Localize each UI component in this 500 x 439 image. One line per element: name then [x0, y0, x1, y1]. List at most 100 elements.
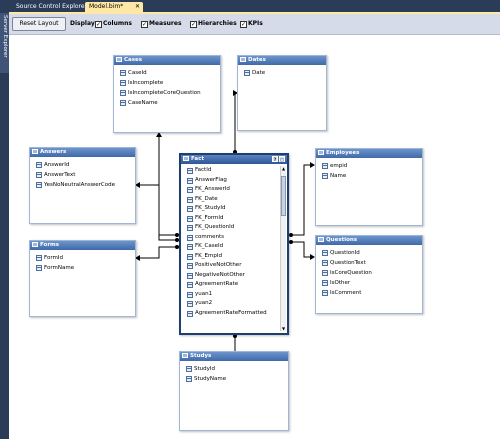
column-icon: [187, 253, 193, 260]
table-employees[interactable]: Employees empid Name: [315, 148, 423, 226]
column-item[interactable]: StudyId: [180, 364, 288, 374]
table-fact[interactable]: Fact ?□ FactId AnswerFlag FK_AnswerId FK…: [179, 153, 289, 335]
column-label: IsComment: [330, 290, 362, 296]
help-icon[interactable]: ?: [272, 156, 278, 162]
column-icon: [187, 310, 193, 317]
column-label: yuan1: [195, 290, 213, 297]
column-item[interactable]: CaseId: [114, 68, 220, 78]
column-item[interactable]: IsComment: [316, 288, 422, 298]
hierarchies-label: Hierarchies: [198, 20, 237, 27]
scroll-down-icon[interactable]: ▼: [281, 326, 286, 331]
table-header[interactable]: Cases: [114, 56, 220, 65]
table-studys[interactable]: Studys StudyId StudyName: [179, 351, 289, 431]
column-item[interactable]: empid: [316, 161, 422, 171]
table-questions[interactable]: Questions QuestionId QuestionText IsCore…: [315, 235, 423, 314]
table-header[interactable]: Answers: [30, 148, 135, 157]
column-item[interactable]: FK_EmpId: [181, 252, 279, 262]
column-icon: [120, 90, 126, 96]
column-label: YesNoNeutralAnswerCode: [44, 182, 115, 188]
column-item[interactable]: FactId: [181, 166, 279, 176]
column-icon: [322, 280, 328, 286]
column-item[interactable]: IsIncomplete: [114, 78, 220, 88]
column-icon: [187, 301, 193, 307]
tab-bar: Source Control Explorer Model.bim* ✕: [9, 0, 500, 12]
tab-label: Model.bim*: [89, 3, 124, 10]
column-item[interactable]: StudyName: [180, 374, 288, 384]
column-icon: [322, 173, 328, 179]
table-dates[interactable]: Dates Date: [237, 55, 327, 131]
column-item[interactable]: PositiveNotOther: [181, 261, 279, 271]
column-item[interactable]: YesNoNeutralAnswerCode: [30, 180, 135, 190]
table-forms[interactable]: Forms FormId FormName: [29, 240, 136, 317]
column-label: FormId: [44, 255, 63, 261]
column-label: FK_CaseId: [195, 243, 224, 249]
table-header[interactable]: Fact ?□: [181, 155, 287, 164]
table-icon: [32, 242, 38, 247]
diagram-canvas[interactable]: Cases CaseId IsIncomplete IsIncompleteCo…: [9, 35, 500, 439]
column-icon: [187, 272, 193, 279]
column-icon: [186, 376, 192, 382]
column-item[interactable]: FK_CaseId: [181, 242, 279, 252]
server-explorer-tab[interactable]: Server Explorer: [0, 13, 9, 73]
column-item[interactable]: AgreementRate: [181, 280, 279, 290]
column-label: comments: [195, 233, 224, 240]
table-header[interactable]: Questions: [316, 236, 422, 245]
column-item[interactable]: QuestionText: [316, 258, 422, 268]
column-item[interactable]: NegativeNotOther: [181, 271, 279, 281]
tab-source-control-explorer[interactable]: Source Control Explorer: [16, 3, 88, 10]
column-label: FK_StudyId: [195, 205, 226, 211]
column-icon: [120, 80, 126, 86]
column-item[interactable]: FormId: [30, 253, 135, 263]
table-title: Questions: [326, 237, 358, 243]
column-item[interactable]: IsCoreQuestion: [316, 268, 422, 278]
table-answers[interactable]: Answers AnswerId AnswerText YesNoNeutral…: [29, 147, 136, 224]
column-icon: [36, 162, 42, 168]
table-title: Studys: [190, 353, 212, 359]
columns-checkbox[interactable]: ✓Columns: [95, 18, 132, 30]
close-icon[interactable]: ✕: [134, 3, 140, 10]
column-icon: [322, 163, 328, 169]
column-item[interactable]: Name: [316, 171, 422, 181]
measures-label: Measures: [149, 20, 182, 27]
column-icon: [187, 234, 193, 241]
column-item[interactable]: FK_QuestionId: [181, 223, 279, 233]
reset-layout-button[interactable]: Reset Layout: [12, 17, 66, 31]
tab-model-bim[interactable]: Model.bim* ✕: [85, 2, 143, 12]
column-item[interactable]: Date: [238, 68, 326, 78]
maximize-icon[interactable]: □: [279, 156, 285, 162]
column-item[interactable]: FK_StudyId: [181, 204, 279, 214]
table-header[interactable]: Forms: [30, 241, 135, 250]
column-item[interactable]: IsIncompleteCoreQuestion: [114, 88, 220, 98]
table-cases[interactable]: Cases CaseId IsIncomplete IsIncompleteCo…: [113, 55, 221, 133]
scrollbar-thumb[interactable]: [281, 176, 286, 216]
column-icon: [36, 182, 42, 188]
column-item[interactable]: FK_FormId: [181, 214, 279, 224]
column-item[interactable]: AgreementRateFormatted: [181, 309, 279, 319]
column-item[interactable]: comments: [181, 233, 279, 243]
column-item[interactable]: AnswerText: [30, 170, 135, 180]
column-item[interactable]: QuestionId: [316, 248, 422, 258]
measures-checkbox[interactable]: ✓Measures: [141, 18, 182, 30]
column-item[interactable]: yuan1: [181, 290, 279, 300]
column-item[interactable]: yuan2: [181, 299, 279, 309]
hierarchies-checkbox[interactable]: ✓Hierarchies: [190, 18, 237, 30]
table-header[interactable]: Dates: [238, 56, 326, 65]
column-item[interactable]: FK_AnswerId: [181, 185, 279, 195]
column-label: IsOther: [330, 280, 351, 286]
column-item[interactable]: IsOther: [316, 278, 422, 288]
table-header[interactable]: Employees: [316, 149, 422, 158]
table-header[interactable]: Studys: [180, 352, 288, 361]
vertical-scrollbar[interactable]: ▲ ▼: [280, 166, 286, 331]
checkbox-checked-icon: ✓: [95, 21, 102, 28]
column-icon: [322, 270, 328, 276]
column-item[interactable]: FK_Date: [181, 195, 279, 205]
column-icon: [187, 282, 193, 288]
column-item[interactable]: FormName: [30, 263, 135, 273]
scroll-up-icon[interactable]: ▲: [281, 166, 286, 171]
column-item[interactable]: CaseName: [114, 98, 220, 108]
column-icon: [36, 255, 42, 261]
column-item[interactable]: AnswerFlag: [181, 176, 279, 186]
column-item[interactable]: AnswerId: [30, 160, 135, 170]
column-label: FK_Date: [195, 195, 218, 202]
kpis-checkbox[interactable]: ✓KPIs: [240, 18, 263, 30]
